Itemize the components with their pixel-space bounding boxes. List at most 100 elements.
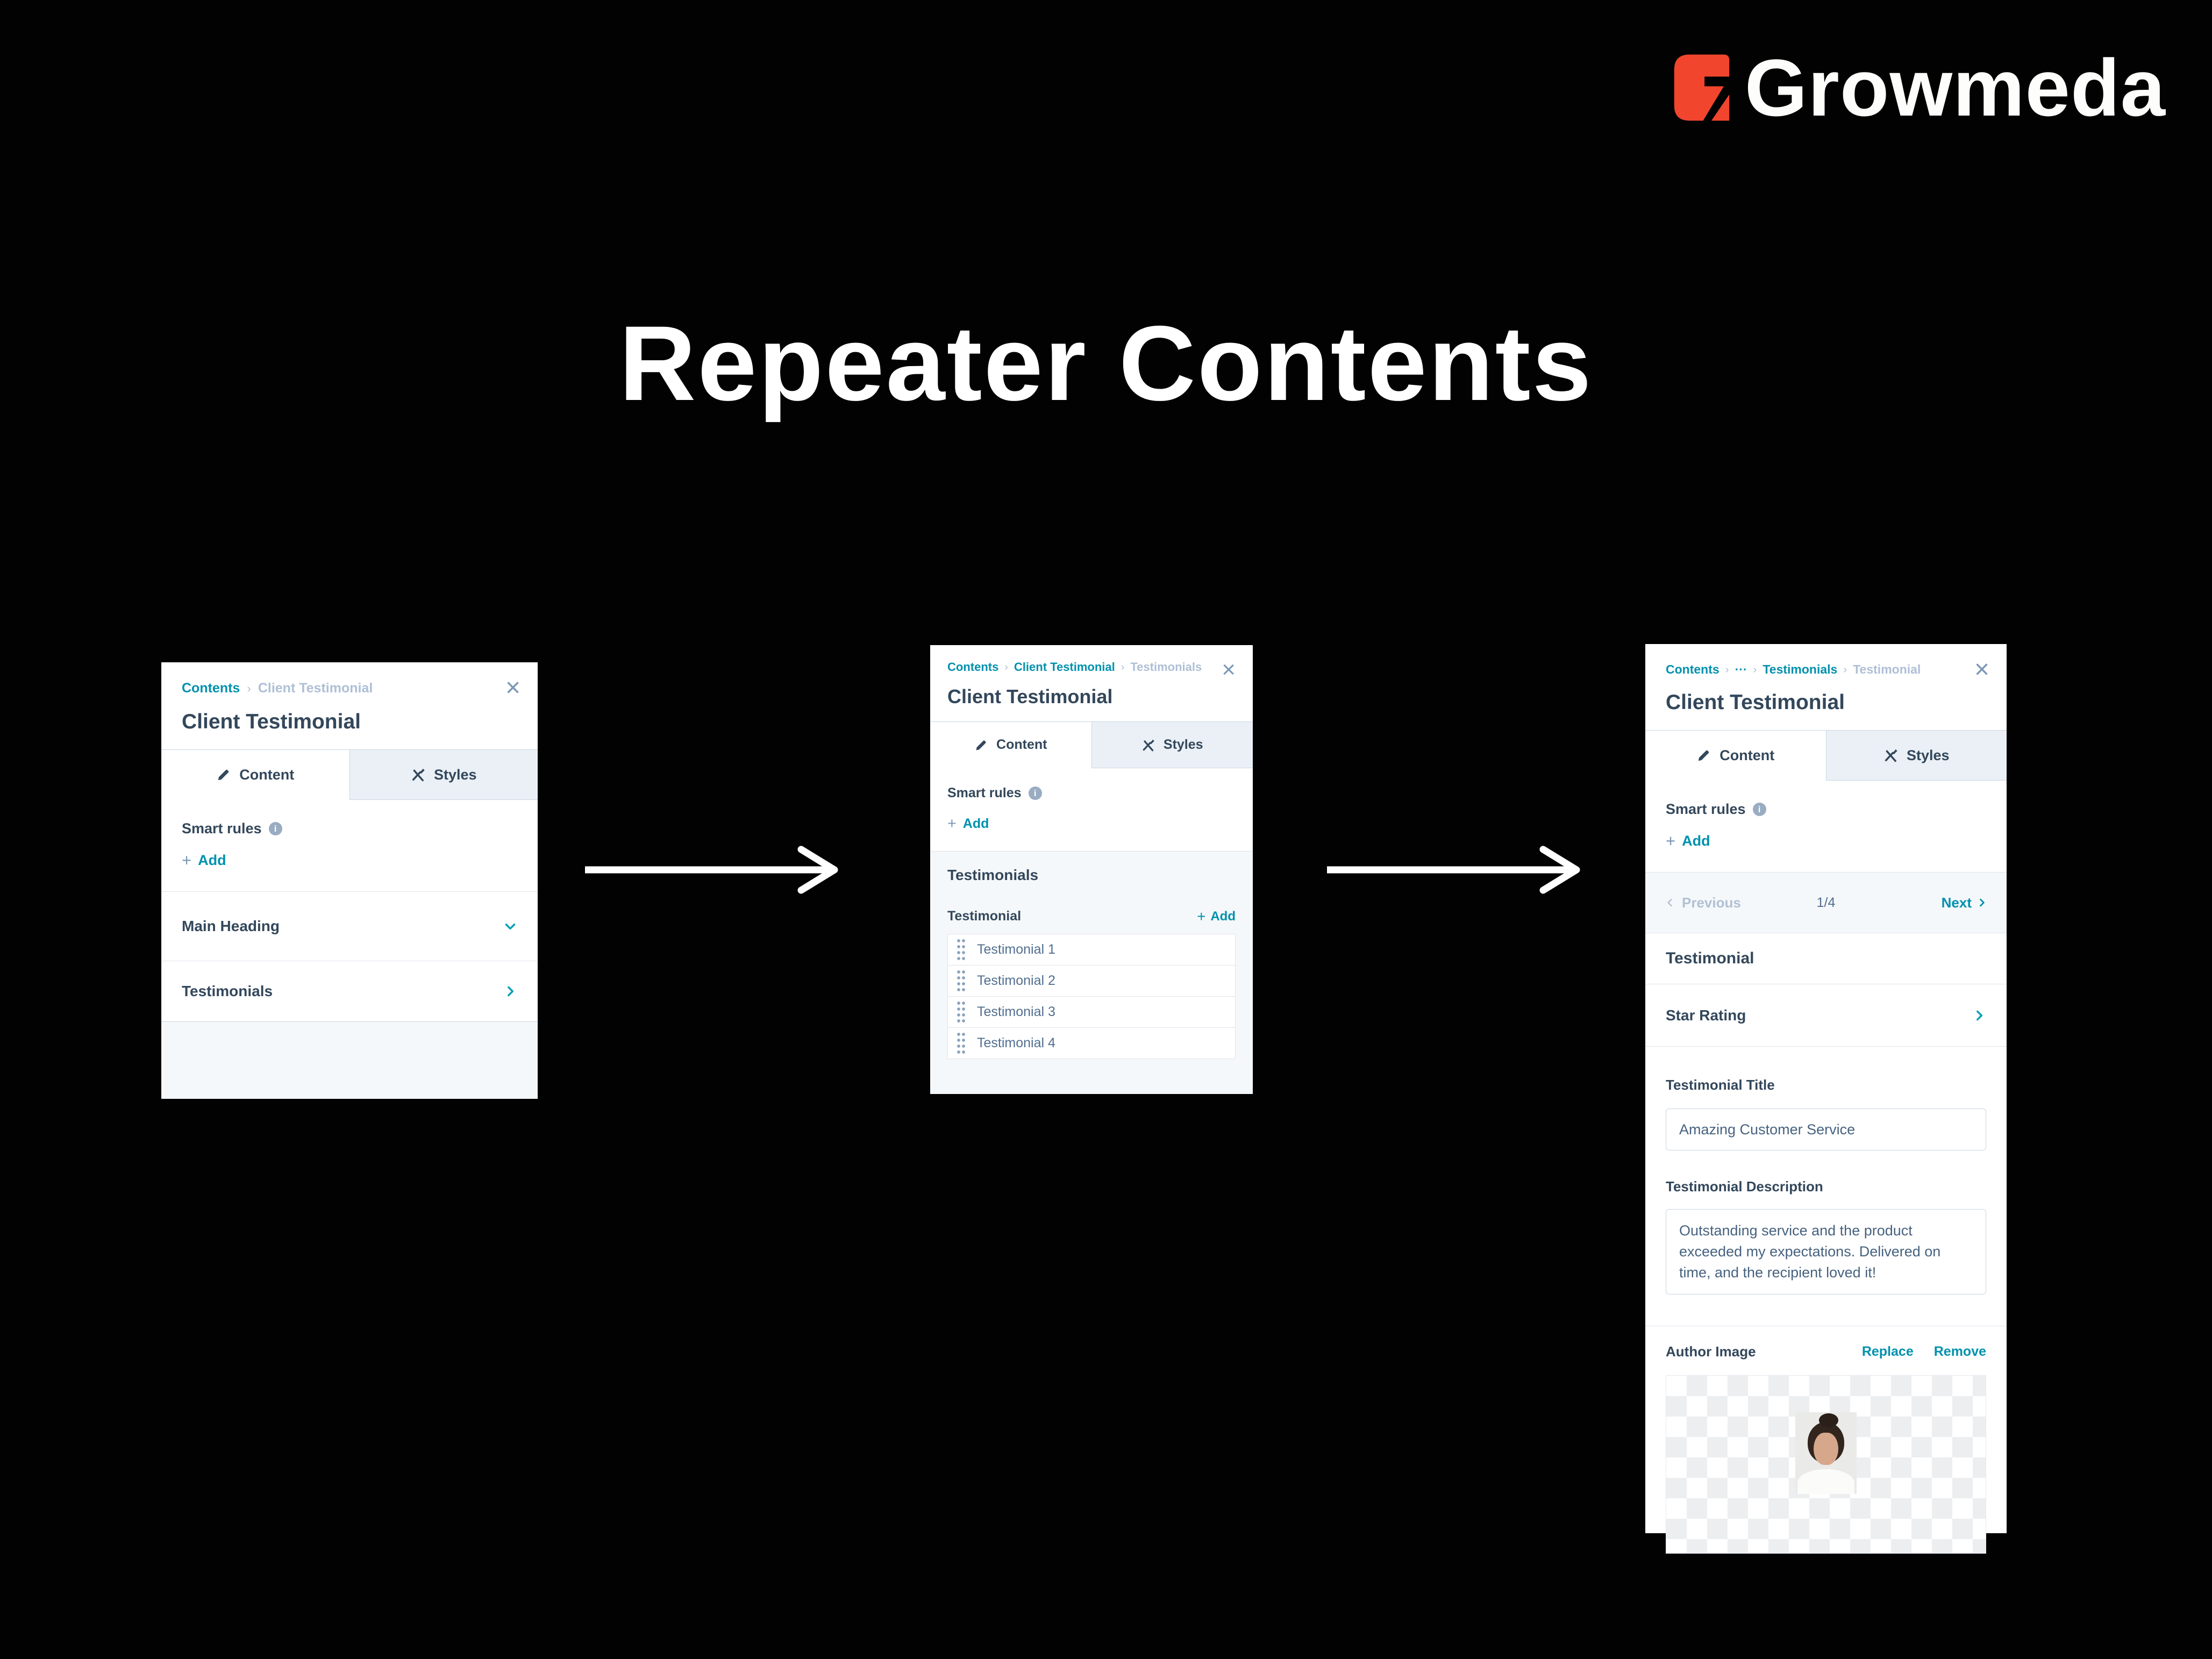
- chevron-separator-icon: ›: [1004, 661, 1008, 673]
- breadcrumb-client-testimonial[interactable]: Client Testimonial: [1014, 660, 1115, 674]
- chevron-right-icon: [1976, 1010, 1983, 1020]
- testimonial-title-input[interactable]: Amazing Customer Service: [1666, 1109, 1986, 1151]
- breadcrumb-testimonials[interactable]: Testimonials: [1763, 662, 1838, 676]
- smart-rules-add-button[interactable]: + Add: [182, 852, 517, 869]
- close-icon[interactable]: ×: [505, 674, 520, 702]
- next-button[interactable]: Next: [1880, 895, 1987, 911]
- growmeda-logo-icon: [1674, 54, 1729, 121]
- panel-title: Client Testimonial: [1666, 691, 1845, 714]
- tab-styles-label: Styles: [1906, 747, 1950, 763]
- breadcrumb: Contents › Client Testimonial › Testimon…: [947, 660, 1236, 674]
- author-image-label: Author Image: [1666, 1343, 1756, 1360]
- breadcrumb-current: Testimonials: [1130, 660, 1202, 674]
- breadcrumb: Contents › Client Testimonial: [182, 681, 517, 696]
- smart-rules-label: Smart rules i: [1666, 801, 1986, 818]
- pager-counter: 1/4: [1816, 895, 1836, 910]
- smart-rules-add-button[interactable]: + Add: [1666, 833, 1986, 849]
- chevron-right-icon: [1980, 898, 1985, 907]
- plus-icon: +: [182, 851, 192, 870]
- tab-content-label: Content: [996, 737, 1047, 752]
- chevron-down-icon: [505, 924, 516, 930]
- tab-styles-label: Styles: [1163, 737, 1203, 752]
- smart-rules-label: Smart rules i: [947, 785, 1236, 801]
- drag-handle-icon[interactable]: [957, 1000, 965, 1024]
- breadcrumb: Contents › ··· › Testimonials › Testimon…: [1666, 662, 1986, 677]
- editor-panel-testimonial-detail: Contents › ··· › Testimonials › Testimon…: [1645, 644, 2007, 1554]
- testimonial-description-textarea[interactable]: Outstanding service and the product exce…: [1666, 1209, 1986, 1295]
- list-item[interactable]: Testimonial 3: [948, 996, 1235, 1027]
- panel-title: Client Testimonial: [947, 685, 1113, 707]
- brush-icon: [1885, 749, 1897, 762]
- drag-handle-icon[interactable]: [957, 938, 965, 961]
- info-icon[interactable]: i: [1752, 803, 1766, 816]
- add-label: Add: [198, 852, 226, 869]
- remove-button[interactable]: Remove: [1933, 1344, 1986, 1360]
- tab-bar: Content Styles: [161, 749, 538, 800]
- avatar-shirt: [1797, 1469, 1854, 1494]
- group-row-main-heading[interactable]: Main Heading: [161, 891, 538, 961]
- breadcrumb-contents[interactable]: Contents: [182, 681, 240, 696]
- breadcrumb-current: Client Testimonial: [258, 681, 373, 696]
- repeater-add-button[interactable]: + Add: [1197, 909, 1236, 924]
- section-title: Testimonial: [1666, 949, 1754, 968]
- panel-empty-area: [161, 1021, 538, 1099]
- tab-content[interactable]: Content: [930, 722, 1091, 768]
- tab-styles[interactable]: Styles: [1091, 722, 1253, 768]
- tab-bar: Content Styles: [930, 721, 1253, 768]
- brush-icon: [1143, 739, 1154, 751]
- previous-button[interactable]: Previous: [1665, 895, 1772, 911]
- avatar-face: [1814, 1433, 1838, 1465]
- drag-handle-icon[interactable]: [957, 969, 965, 992]
- replace-button[interactable]: Replace: [1861, 1344, 1914, 1360]
- add-label: Add: [1682, 833, 1710, 849]
- pencil-icon: [976, 740, 986, 750]
- tab-content-label: Content: [239, 766, 295, 783]
- group-row-label: Star Rating: [1666, 1006, 1746, 1024]
- group-row-star-rating[interactable]: Star Rating: [1645, 984, 2007, 1047]
- repeater-list: Testimonial 1 Testimonial 2 Testimonial …: [947, 934, 1236, 1059]
- group-row-label: Testimonials: [182, 983, 273, 1000]
- smart-rules-text: Smart rules: [947, 785, 1022, 800]
- tab-content[interactable]: Content: [161, 750, 349, 799]
- close-icon[interactable]: ×: [1974, 655, 1989, 684]
- next-label: Next: [1941, 894, 1972, 911]
- drag-handle-icon[interactable]: [957, 1032, 965, 1055]
- chevron-separator-icon: ›: [247, 681, 251, 695]
- list-item[interactable]: Testimonial 1: [948, 934, 1235, 965]
- list-item[interactable]: Testimonial 4: [948, 1027, 1235, 1059]
- pencil-icon: [1698, 750, 1709, 761]
- brush-icon: [412, 768, 425, 782]
- breadcrumb-ellipsis[interactable]: ···: [1735, 662, 1747, 676]
- info-icon[interactable]: i: [268, 822, 282, 835]
- add-label: Add: [962, 816, 989, 831]
- author-photo: [1795, 1412, 1857, 1494]
- breadcrumb-contents[interactable]: Contents: [1666, 662, 1719, 676]
- list-item-label: Testimonial 1: [977, 942, 1055, 957]
- editor-panel-testimonials-list: Contents › Client Testimonial › Testimon…: [930, 645, 1253, 1094]
- list-item[interactable]: Testimonial 2: [948, 965, 1235, 996]
- tab-content[interactable]: Content: [1645, 731, 1826, 780]
- breadcrumb-contents[interactable]: Contents: [947, 660, 999, 674]
- avatar-bun: [1818, 1413, 1838, 1428]
- section-title: Testimonials: [947, 867, 1039, 883]
- smart-rules-text: Smart rules: [182, 820, 262, 836]
- previous-label: Previous: [1682, 894, 1741, 911]
- tab-styles-label: Styles: [433, 766, 477, 783]
- tab-content-label: Content: [1719, 747, 1775, 763]
- list-item-label: Testimonial 4: [977, 1035, 1055, 1050]
- plus-icon: +: [947, 815, 957, 833]
- arrow-right-1: [585, 846, 838, 894]
- chevron-separator-icon: ›: [1725, 663, 1729, 676]
- group-row-testimonials[interactable]: Testimonials: [161, 961, 538, 1022]
- info-icon[interactable]: i: [1028, 786, 1042, 800]
- smart-rules-add-button[interactable]: + Add: [947, 816, 1236, 832]
- editor-panel-module: Contents › Client Testimonial × Client T…: [161, 662, 538, 1099]
- tab-styles[interactable]: Styles: [1825, 731, 2007, 781]
- arrow-right-2: [1327, 846, 1580, 894]
- plus-icon: +: [1666, 832, 1676, 850]
- panel-title: Client Testimonial: [182, 710, 361, 733]
- tab-styles[interactable]: Styles: [349, 750, 538, 800]
- image-preview-transparency-grid: [1666, 1375, 1986, 1554]
- close-icon[interactable]: ×: [1222, 656, 1236, 683]
- logo-text: Growmeda: [1744, 42, 2166, 133]
